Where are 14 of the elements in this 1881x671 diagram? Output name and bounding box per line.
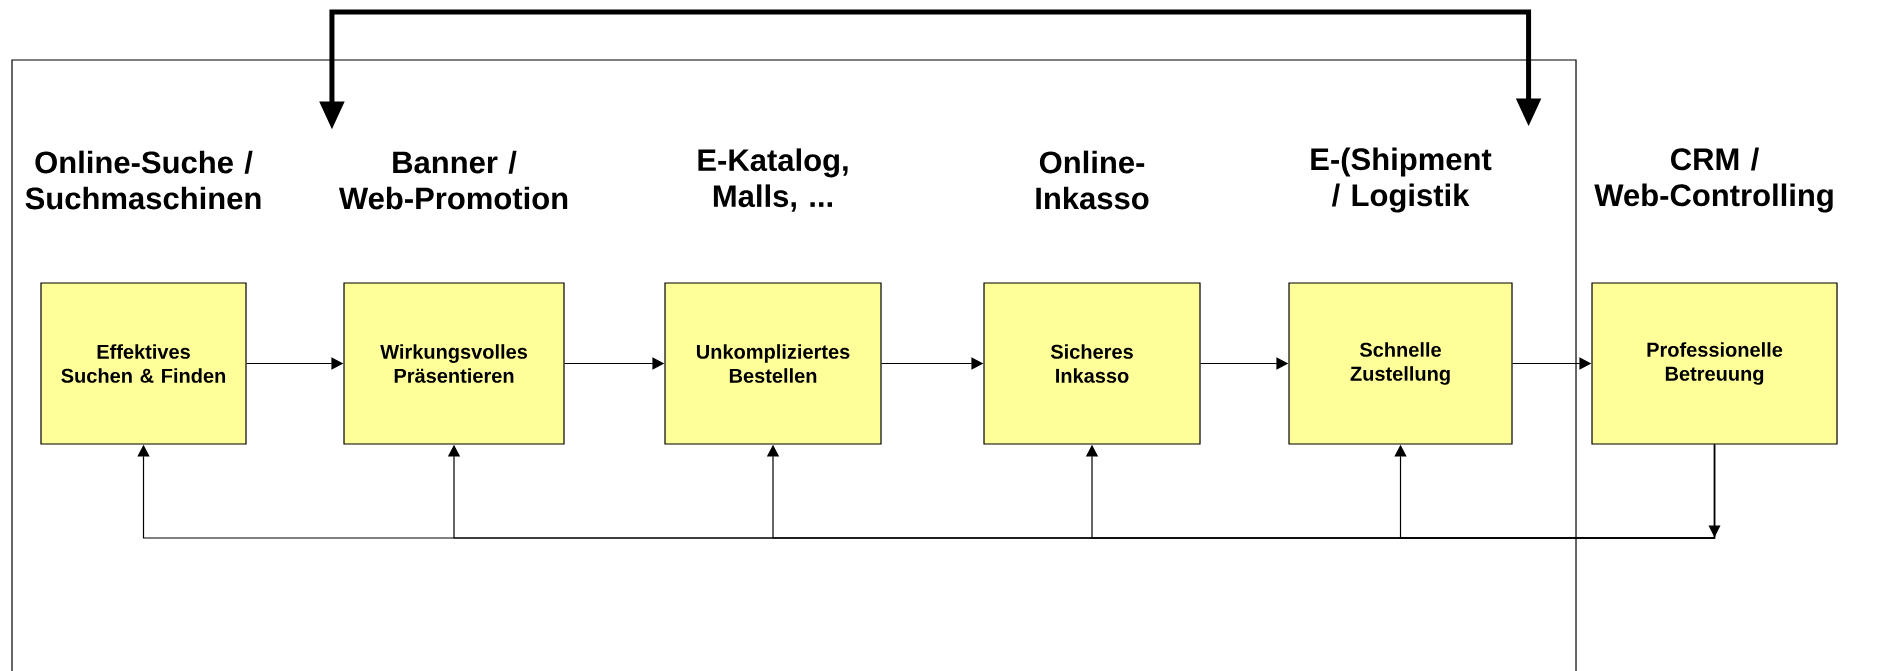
process-box: Schnelle Zustellung <box>1288 282 1513 445</box>
process-box: Sicheres Inkasso <box>983 282 1201 445</box>
heading: E-(Shipment / Logistik <box>1311 147 1492 213</box>
process-box: Effektives Suchen & Finden <box>40 282 247 445</box>
heading: Online-Suche / Suchmaschinen <box>25 150 261 210</box>
heading: CRM / Web-Controlling <box>1594 147 1833 213</box>
heading: Banner / Web-Promotion <box>338 150 568 210</box>
heading: E-Katalog, Malls, ... <box>698 148 848 212</box>
arrow <box>137 444 1721 539</box>
arrow <box>1394 444 1716 539</box>
process-box: Unkompliziertes Bestellen <box>664 282 882 445</box>
heading: Online- Inkasso <box>1036 150 1149 210</box>
process-box: Professionelle Betreuung <box>1591 282 1838 445</box>
process-box: Wirkungsvolles Präsentieren <box>343 282 565 445</box>
